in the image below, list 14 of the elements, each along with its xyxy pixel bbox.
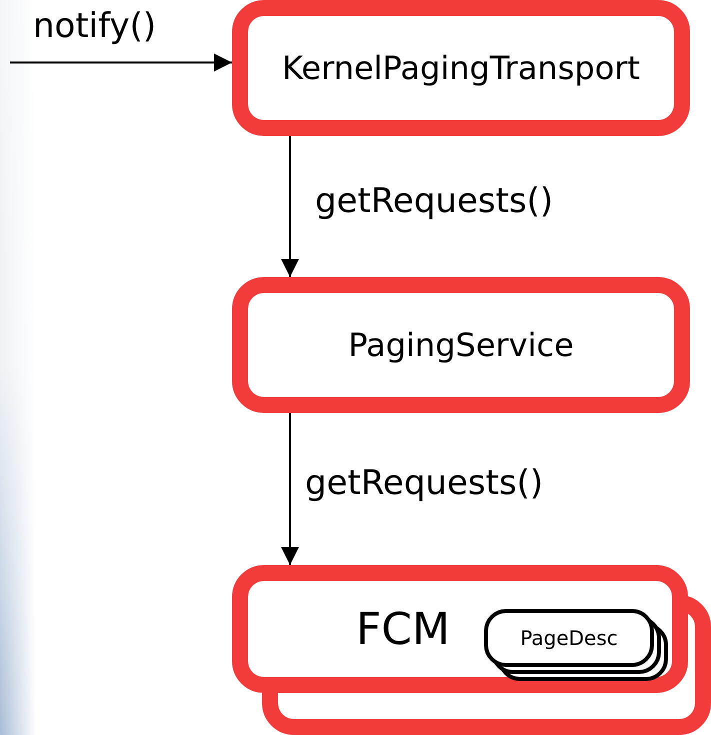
node-label: KernelPagingTransport <box>282 49 640 87</box>
node-label: PagingService <box>348 326 574 364</box>
component-box <box>232 277 690 413</box>
object-box <box>484 609 654 667</box>
component-box <box>232 0 690 136</box>
node-label: FCM <box>356 604 450 654</box>
edge-label: notify() <box>33 8 156 46</box>
arrow <box>10 54 232 72</box>
component-box <box>232 565 688 693</box>
edge-label: getRequests() <box>315 183 554 220</box>
edge-label: getRequests() <box>305 465 544 502</box>
arrow <box>281 136 299 277</box>
node-label: PageDesc <box>520 626 618 650</box>
arrow <box>281 413 299 565</box>
